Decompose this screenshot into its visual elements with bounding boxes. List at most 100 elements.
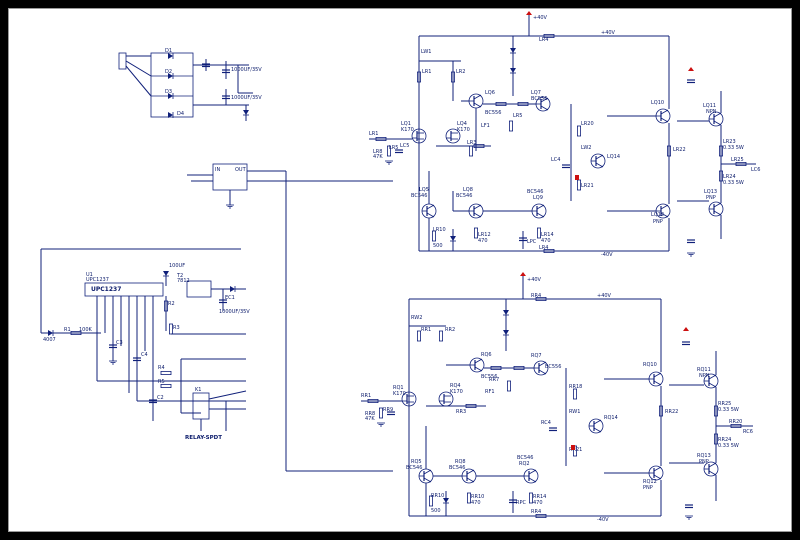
label-lr1: LR1 — [422, 69, 431, 75]
label-k1: K1 — [195, 387, 201, 393]
relay-k1 — [192, 392, 210, 420]
label-lq5-type: BC546 — [411, 193, 427, 199]
label-c2: C2 — [157, 395, 164, 401]
label-c-supply: 1000UF/35V — [231, 67, 262, 73]
label-rr1-in: RR1 — [361, 393, 371, 399]
label-rq13: RQ13 — [697, 453, 711, 459]
label-lq14: LQ14 — [607, 154, 620, 160]
label-v033b: 0.33 5W — [723, 180, 744, 186]
label-r1-val: 100K — [79, 327, 93, 333]
label-c-supply-2: 1000UF/35V — [231, 95, 262, 101]
regulator-t2 — [186, 280, 212, 298]
label-lr21: LR21 — [581, 183, 594, 189]
label-r-pnp2: PNP — [699, 459, 709, 465]
schematic-sheet: { "labels": { "lw1": "LW1", "lq1": "LQ1"… — [8, 8, 792, 532]
label-t2-type: 7812 — [177, 278, 190, 284]
label-lq13: LQ12 — [651, 212, 664, 218]
label-rr25: RR25 — [718, 401, 731, 407]
label-lr3: LR3 — [467, 140, 476, 146]
label-rq9: BC546 — [517, 455, 533, 461]
label-l-pnp2: PNP — [706, 195, 716, 201]
label-rq8-type: BC546 — [449, 465, 465, 471]
transistor-lq6 — [468, 93, 484, 109]
label-rc4: RC4 — [541, 420, 551, 426]
label-rr20: RR20 — [729, 419, 742, 425]
label-rv470a: 470 — [471, 500, 481, 506]
label-lr2: LR2 — [456, 69, 465, 75]
label-lq7: LQ7 — [531, 90, 541, 96]
label-lr10: LR10 — [433, 227, 446, 233]
channel-right: +40V RR4 RR4 +40V -40V RW2 RR1 RR2 RQ1 K… — [361, 272, 753, 523]
label-lq9: BC546 — [527, 189, 543, 195]
label-lr1-in: LR1 — [369, 131, 378, 137]
label-r1: R1 — [64, 327, 71, 333]
label-rv033b: 0.33 5W — [718, 443, 739, 449]
label-t2: T2 — [176, 273, 183, 279]
label-l-pnp1: PNP — [653, 219, 663, 225]
label-lq9-b: LQ9 — [533, 195, 543, 201]
label-rq11: RQ11 — [697, 367, 711, 373]
label-rr14: RR14 — [533, 494, 546, 500]
transistor-lq14 — [590, 153, 606, 169]
label-lr24: LR24 — [723, 174, 736, 180]
label-c4: C4 — [141, 352, 148, 358]
label-lr25: LR25 — [731, 157, 744, 163]
label-rq6-type: BC556 — [481, 374, 497, 380]
label-rq7: RQ7 — [531, 353, 542, 359]
label-rv47k: 47K — [365, 416, 375, 422]
label-lq10: LQ10 — [651, 100, 664, 106]
label-rr18: RR18 — [569, 384, 582, 390]
label-l-npn: NPN — [706, 109, 717, 115]
label-lq8-type: BC546 — [456, 193, 472, 199]
label-lw-bias: LW2 — [581, 145, 591, 151]
label-reg-in: IN — [215, 167, 220, 173]
label-rr8b: RR10 — [431, 493, 444, 499]
label-rc6: RC6 — [743, 429, 753, 435]
label-rr2: RR2 — [445, 327, 455, 333]
transistor-rq10 — [648, 371, 664, 387]
label-rr9: RR9 — [383, 407, 393, 413]
transistor-lq5 — [421, 203, 437, 219]
label-l-vplus2: +40V — [601, 30, 616, 36]
label-lq1-type: K170 — [401, 127, 414, 133]
label-lq4-type: K170 — [457, 127, 470, 133]
label-100uf: 100UF — [169, 263, 185, 269]
label-r3: R3 — [173, 325, 180, 331]
label-rq6: RQ6 — [481, 352, 492, 358]
label-rw2: RW2 — [411, 315, 422, 321]
label-ec1-val: 1000UF/35V — [219, 309, 250, 315]
label-rq1: RQ1 — [393, 385, 404, 391]
label-rq4-type: K170 — [450, 389, 463, 395]
label-r-vplus: +40V — [527, 277, 542, 283]
label-v47k: 47K — [373, 154, 383, 160]
regulator-section: IN OUT — [187, 163, 393, 472]
label-lq7-type: BC556 — [531, 96, 547, 102]
label-v033a: 0.33 5W — [723, 145, 744, 151]
transistor-rq5 — [418, 468, 434, 484]
label-rr21: RR21 — [569, 447, 582, 453]
label-v500: 500 — [433, 243, 443, 249]
label-lq6-type: BC556 — [485, 110, 501, 116]
label-r4: R4 — [158, 365, 165, 371]
label-rq5-type: BC546 — [406, 465, 422, 471]
label-rq8: RQ8 — [455, 459, 466, 465]
label-lr20: LR20 — [581, 121, 594, 127]
schematic: D1 D2 D3 D4 1000UF/35V 1000UF/35V IN OUT… — [40, 11, 760, 523]
label-lr12: LR12 — [478, 232, 491, 238]
label-lq8: LQ8 — [463, 187, 473, 193]
label-rr24: RR24 — [718, 437, 731, 443]
transistor-lq8 — [468, 203, 484, 219]
label-rr4: RR4 — [531, 293, 541, 299]
label-rq9-b: RQ2 — [519, 461, 530, 467]
label-lc4: LC4 — [551, 157, 560, 163]
label-rr3: RR3 — [456, 409, 466, 415]
label-rq10: RQ10 — [643, 362, 657, 368]
label-rr10: RR10 — [471, 494, 484, 500]
label-lpc: LPC — [527, 239, 537, 245]
label-rq12: RQ12 — [643, 479, 657, 485]
transistor-lq9 — [531, 203, 547, 219]
label-rv470b: 470 — [533, 500, 543, 506]
transistor-rq12 — [648, 465, 664, 481]
label-v470b: 470 — [541, 238, 551, 244]
